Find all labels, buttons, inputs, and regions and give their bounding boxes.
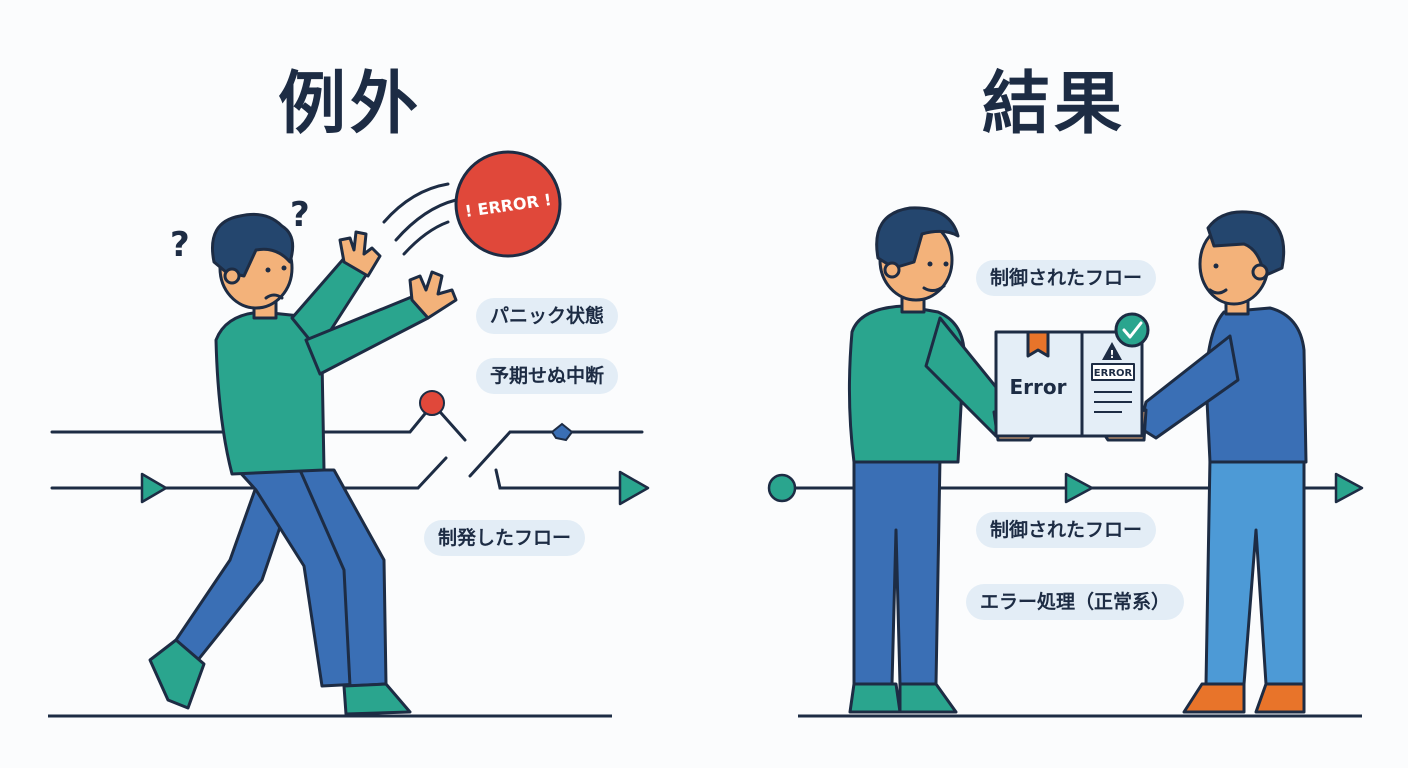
warning-icon: !: [1102, 342, 1122, 361]
shoe: [898, 682, 958, 714]
controlled-flow-label-top: 制御されたフロー: [976, 260, 1157, 296]
controlled-flow-label-bottom: 制御されたフロー: [976, 512, 1157, 548]
shoe: [148, 638, 206, 710]
hair: [875, 206, 960, 270]
result-title: 結果: [981, 65, 1126, 144]
arrow-right-icon: [1064, 472, 1094, 504]
motion-lines-icon: [382, 182, 458, 256]
giver-person: [847, 206, 1040, 714]
exception-illustration: ! ERROR ! ? ?: [48, 150, 650, 718]
hair: [211, 212, 295, 278]
arrow-right-icon: [1334, 472, 1364, 504]
hair: [1206, 210, 1286, 278]
panic-state-label: パニック状態: [476, 298, 619, 334]
shoe: [1254, 682, 1306, 714]
error-ball-icon: ! ERROR !: [454, 150, 562, 258]
question-icon: ?: [290, 195, 310, 235]
question-icon: ?: [170, 225, 190, 265]
svg-text:!: !: [1109, 348, 1114, 361]
flow-start-node-icon: [767, 473, 797, 503]
exception-panel: 例外 ! ERROR ! ? ?: [48, 65, 650, 718]
exception-title: 例外: [277, 65, 422, 144]
result-illustration: Error ! ERROR: [767, 206, 1364, 718]
lower-flow-line: [50, 456, 622, 490]
upper-flow-line: [50, 402, 644, 478]
shoe: [1182, 682, 1246, 714]
box-error-text: Error: [1010, 375, 1067, 399]
result-panel: 結果: [704, 0, 1408, 768]
arrow-right-icon: [140, 472, 168, 504]
shoe: [848, 682, 902, 714]
broken-flow-label: 制発したフロー: [424, 520, 586, 556]
debris-icon: [550, 422, 574, 442]
error-handling-label: エラー処理（正常系）: [966, 584, 1185, 620]
box-error-tag: ERROR: [1094, 368, 1133, 379]
check-icon: [1114, 312, 1150, 348]
unexpected-interrupt-label: 予期せぬ中断: [476, 358, 619, 394]
shoe: [342, 682, 412, 716]
bookmark-icon: [1026, 330, 1050, 358]
error-package-icon: Error ! ERROR: [994, 312, 1150, 438]
hand-icon: [408, 270, 458, 320]
hand-icon: [338, 230, 382, 278]
arrow-right-icon: [618, 470, 650, 506]
receiver-person: [1098, 210, 1308, 714]
panicked-person: [148, 212, 458, 716]
break-node-icon: [419, 390, 445, 416]
